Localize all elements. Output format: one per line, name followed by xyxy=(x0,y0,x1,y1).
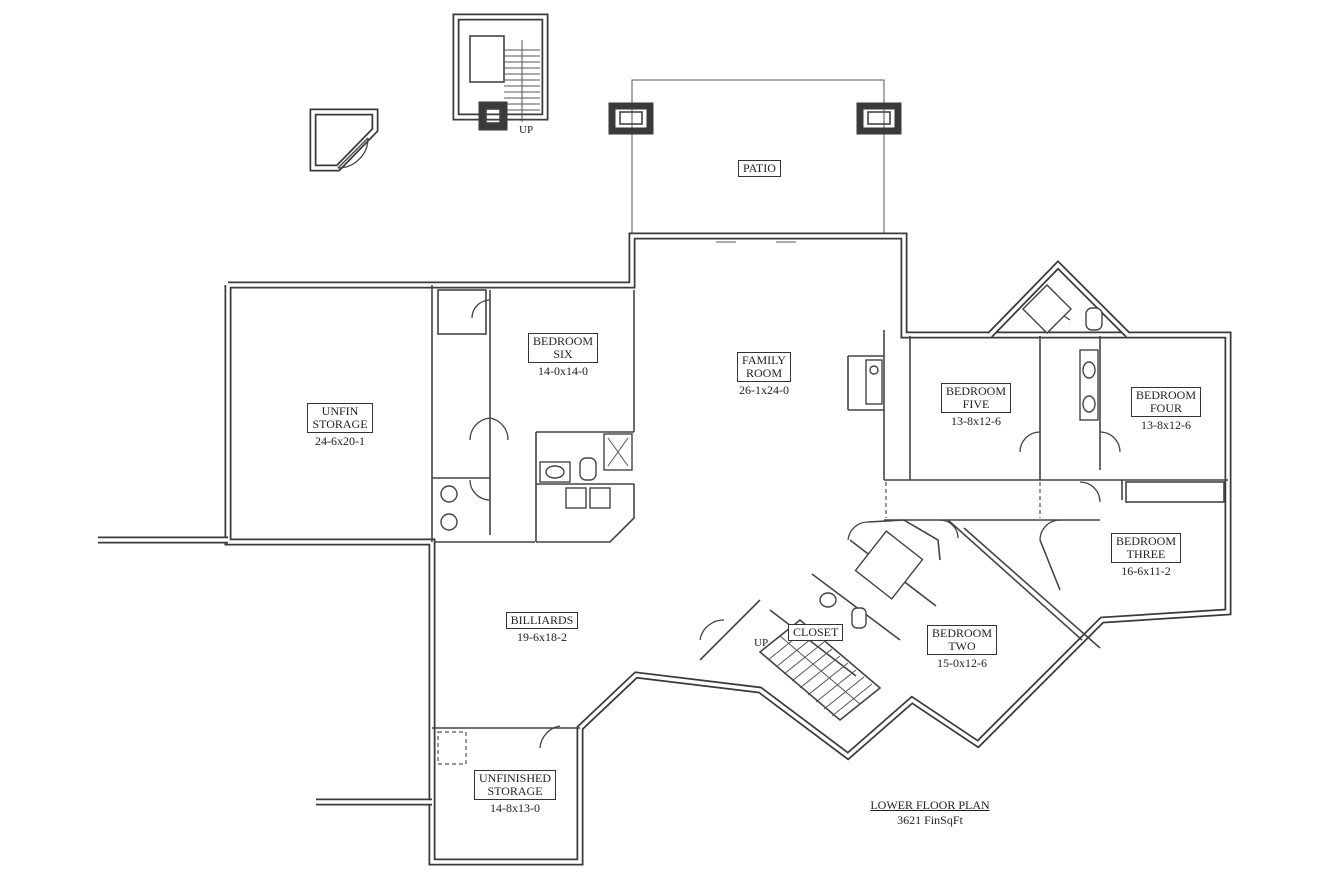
bedroom-three-name-line1: BEDROOM xyxy=(1115,534,1176,548)
unfinished-storage-dims: 14-8x13-0 xyxy=(490,801,540,815)
bedroom-six-dims: 14-0x14-0 xyxy=(538,364,588,378)
bedroom-two-name-line2: TWO xyxy=(948,639,976,653)
bedroom-six-name-line2: SIX xyxy=(553,347,573,361)
bedroom-two-dims: 15-0x12-6 xyxy=(937,656,987,670)
unfin-storage-name-line2: STORAGE xyxy=(312,417,368,431)
interior-stair xyxy=(758,618,882,722)
bedroom-five-name-line1: BEDROOM xyxy=(945,384,1006,398)
bath-fixtures xyxy=(440,283,1103,629)
exterior-pier xyxy=(309,108,379,172)
bedroom-two-label: BEDROOM TWO 15-0x12-6 xyxy=(924,625,1000,670)
billiards-name: BILLIARDS xyxy=(505,612,579,629)
patio-label: PATIO xyxy=(738,160,781,177)
plan-title-block: LOWER FLOOR PLAN 3621 FinSqFt xyxy=(858,798,1002,828)
plan-title: LOWER FLOOR PLAN xyxy=(870,798,990,812)
bedroom-five-dims: 13-8x12-6 xyxy=(951,414,1001,428)
family-room-name-line2: ROOM xyxy=(745,366,782,380)
bedroom-four-name: BEDROOM FOUR xyxy=(1130,387,1201,417)
family-room-dims: 26-1x24-0 xyxy=(739,383,789,397)
exterior-stair-up-label: UP xyxy=(519,124,534,136)
bedroom-five-name-line2: FIVE xyxy=(962,397,990,411)
bedroom-four-dims: 13-8x12-6 xyxy=(1141,418,1191,432)
unfinished-storage-name-line2: STORAGE xyxy=(487,784,543,798)
unfin-storage-dims: 24-6x20-1 xyxy=(315,434,365,448)
bedroom-two-name: BEDROOM TWO xyxy=(926,625,997,655)
bedroom-five-label: BEDROOM FIVE 13-8x12-6 xyxy=(938,383,1014,428)
family-room-name: FAMILY ROOM xyxy=(737,352,791,382)
exterior-walls xyxy=(98,232,1232,866)
unfinished-storage-name: UNFINISHED STORAGE xyxy=(474,770,556,800)
bedroom-three-name: BEDROOM THREE xyxy=(1110,533,1181,563)
patio-name: PATIO xyxy=(738,160,781,177)
unfinished-storage-label: UNFINISHED STORAGE 14-8x13-0 xyxy=(470,770,560,815)
billiards-label: BILLIARDS 19-6x18-2 xyxy=(500,612,584,644)
bedroom-three-label: BEDROOM THREE 16-6x11-2 xyxy=(1108,533,1184,578)
closet-label: CLOSET xyxy=(788,624,844,641)
patio xyxy=(608,79,902,236)
exterior-stair xyxy=(452,13,549,131)
unfin-storage-name-line1: UNFIN xyxy=(321,404,359,418)
interior-stair-up-label: UP xyxy=(754,637,769,649)
bedroom-two-name-line1: BEDROOM xyxy=(931,626,992,640)
unfinished-storage-name-line1: UNFINISHED xyxy=(479,771,551,785)
bedroom-four-label: BEDROOM FOUR 13-8x12-6 xyxy=(1128,387,1204,432)
dashed-openings xyxy=(437,482,1041,765)
bedroom-four-name-line2: FOUR xyxy=(1149,401,1182,415)
closet-name: CLOSET xyxy=(788,624,844,641)
billiards-dims: 19-6x18-2 xyxy=(517,630,567,644)
bedroom-six-label: BEDROOM SIX 14-0x14-0 xyxy=(525,333,601,378)
interior-walls xyxy=(431,285,1228,729)
bedroom-four-name-line1: BEDROOM xyxy=(1135,388,1196,402)
unfin-storage-name: UNFIN STORAGE xyxy=(307,403,373,433)
bedroom-three-name-line2: THREE xyxy=(1126,547,1166,561)
plan-area: 3621 FinSqFt xyxy=(897,813,963,827)
bedroom-five-name: BEDROOM FIVE xyxy=(940,383,1011,413)
family-room-label: FAMILY ROOM 26-1x24-0 xyxy=(728,352,800,397)
unfin-storage-label: UNFIN STORAGE 24-6x20-1 xyxy=(300,403,380,448)
bedroom-three-dims: 16-6x11-2 xyxy=(1121,564,1171,578)
bedroom-six-name-line1: BEDROOM xyxy=(532,334,593,348)
bedroom-six-name: BEDROOM SIX xyxy=(527,333,598,363)
family-room-name-line1: FAMILY xyxy=(742,353,786,367)
